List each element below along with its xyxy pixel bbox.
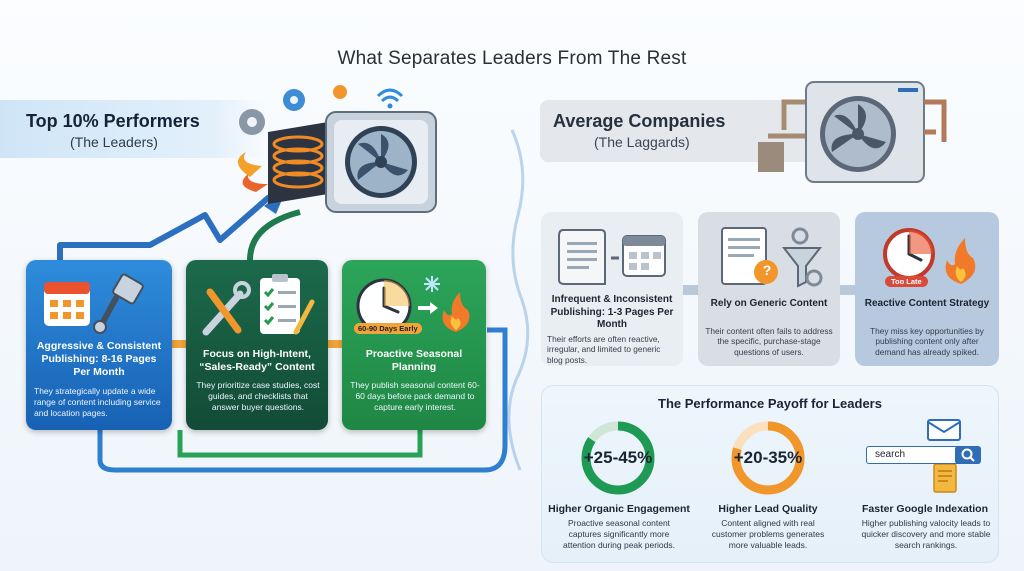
laggard-card-publishing-title: Infrequent & Inconsistent Publishing: 1-… bbox=[550, 294, 674, 330]
laggard-card-reactive: Too Late Reactive Content Strategy They … bbox=[855, 212, 999, 366]
rusty-ac-unit-illustration bbox=[758, 81, 947, 183]
leader-card-publishing: Aggressive & Consistent Publishing: 8-16… bbox=[26, 260, 172, 430]
engagement-ring bbox=[581, 421, 655, 495]
laggard-card-reactive-title: Reactive Content Strategy bbox=[864, 298, 990, 309]
document-funnel-icon bbox=[721, 227, 823, 288]
envelope-icon bbox=[927, 419, 961, 441]
lead-quality-value: +20-35% bbox=[733, 448, 803, 467]
leader-card-publishing-title: Aggressive & Consistent Publishing: 8-16… bbox=[36, 340, 162, 379]
clock-snowflake-flame-icon bbox=[356, 276, 470, 334]
lead-quality-desc: Content aligned with real customer probl… bbox=[711, 518, 825, 551]
tools-checklist-icon bbox=[202, 274, 315, 336]
laggard-card-reactive-desc: They miss key opportunities by publishin… bbox=[870, 326, 984, 357]
hot-ac-unit-illustration bbox=[237, 85, 437, 213]
lead-quality-ring bbox=[731, 421, 805, 495]
badge-60-90-days-early: 60-90 Days Early bbox=[354, 323, 422, 334]
question-mark-icon: ? bbox=[762, 262, 772, 278]
search-icon bbox=[955, 446, 981, 464]
calendar-piston-icon bbox=[44, 273, 144, 334]
laggard-card-publishing-desc: Their efforts are often reactive, irregu… bbox=[547, 334, 661, 365]
badge-too-late: Too Late bbox=[885, 276, 928, 287]
page-title: What Separates Leaders From The Rest bbox=[337, 48, 687, 69]
leader-card-publishing-desc: They strategically update a wide range o… bbox=[34, 386, 161, 419]
leader-card-seasonal: 60-90 Days Early Proactive Seasonal Plan… bbox=[342, 260, 486, 430]
leaders-heading: Top 10% Performers bbox=[26, 111, 200, 131]
laggard-card-generic-title: Rely on Generic Content bbox=[710, 298, 828, 309]
engagement-desc: Proactive seasonal content captures sign… bbox=[563, 518, 675, 551]
indexation-desc: Higher publishing valocity leads to quic… bbox=[861, 518, 991, 551]
laggard-card-publishing: Infrequent & Inconsistent Publishing: 1-… bbox=[541, 212, 683, 366]
engagement-label: Higher Organic Engagement bbox=[548, 503, 690, 515]
document-stack-icon bbox=[933, 464, 957, 493]
laggard-card-generic-desc: Their content often fails to address the… bbox=[705, 326, 833, 357]
laggards-subheading: (The Laggards) bbox=[594, 134, 690, 150]
clock-flame-icon bbox=[883, 228, 976, 284]
indexation-label: Faster Google Indexation bbox=[861, 503, 989, 515]
payoff-panel bbox=[541, 385, 999, 563]
payoff-title: The Performance Payoff for Leaders bbox=[658, 396, 882, 411]
engagement-value: +25-45% bbox=[583, 448, 653, 467]
leader-card-high-intent: Focus on High-Intent, “Sales-Ready” Cont… bbox=[186, 260, 328, 430]
leader-card-high-intent-desc: They prioritize case studies, cost guide… bbox=[196, 380, 320, 413]
leader-card-seasonal-title: Proactive Seasonal Planning bbox=[365, 348, 463, 374]
laggard-card-generic: ? Rely on Generic Content Their content … bbox=[698, 212, 840, 366]
leader-card-seasonal-desc: They publish seasonal content 60-60 days… bbox=[350, 380, 480, 413]
scroll-calendar-icon bbox=[558, 229, 666, 285]
leader-card-high-intent-title: Focus on High-Intent, “Sales-Ready” Cont… bbox=[199, 348, 315, 374]
leaders-subheading: (The Leaders) bbox=[70, 134, 158, 150]
leaders-header-band bbox=[0, 100, 265, 158]
laggards-heading: Average Companies bbox=[553, 111, 726, 131]
lead-quality-label: Higher Lead Quality bbox=[718, 503, 818, 515]
